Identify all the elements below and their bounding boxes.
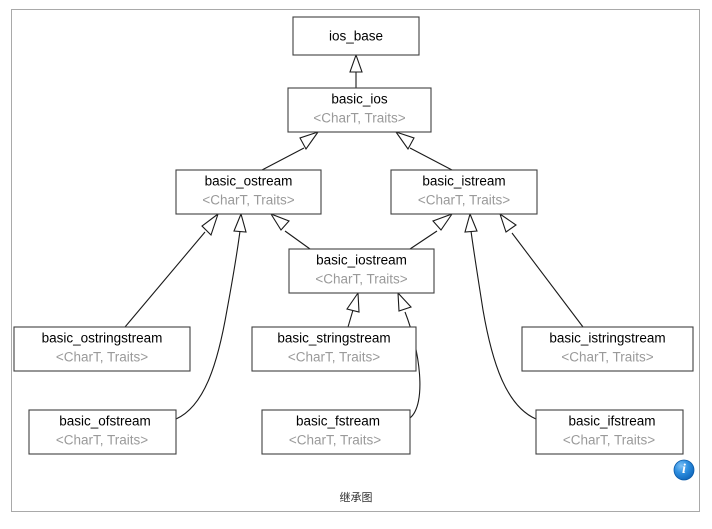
info-icon[interactable]: i bbox=[673, 459, 695, 481]
edge-basic_ostream-to-basic_ios bbox=[261, 130, 320, 171]
edge-basic_iostream-to-basic_ostream bbox=[269, 212, 311, 250]
class-template-basic_istream: <CharT, Traits> bbox=[418, 193, 510, 208]
class-template-basic_ostringstream: <CharT, Traits> bbox=[56, 350, 148, 365]
node-basic_fstream[interactable]: basic_fstream <CharT, Traits> bbox=[261, 409, 411, 455]
edge-basic_ifstream-to-basic_istream bbox=[464, 212, 537, 420]
class-name-basic_istringstream: basic_istringstream bbox=[549, 331, 665, 346]
class-template-basic_ostream: <CharT, Traits> bbox=[202, 193, 294, 208]
node-basic_ostringstream[interactable]: basic_ostringstream <CharT, Traits> bbox=[13, 326, 191, 372]
diagram-caption: 继承图 bbox=[339, 492, 373, 504]
class-name-basic_istream: basic_istream bbox=[422, 174, 505, 189]
class-name-basic_ofstream: basic_ofstream bbox=[59, 414, 151, 429]
class-template-basic_ifstream: <CharT, Traits> bbox=[563, 433, 655, 448]
class-name-basic_ios: basic_ios bbox=[331, 92, 388, 107]
edge-basic_ios-to-ios_base bbox=[349, 53, 363, 88]
class-template-basic_istringstream: <CharT, Traits> bbox=[561, 350, 653, 365]
class-name-basic_ifstream: basic_ifstream bbox=[568, 414, 655, 429]
class-template-basic_ofstream: <CharT, Traits> bbox=[56, 433, 148, 448]
info-icon-letter: i bbox=[682, 462, 686, 477]
class-name-ios_base: ios_base bbox=[329, 29, 383, 44]
edge-basic_istringstream-to-basic_istream bbox=[498, 212, 584, 328]
class-template-basic_stringstream: <CharT, Traits> bbox=[288, 350, 380, 365]
class-template-basic_ios: <CharT, Traits> bbox=[313, 111, 405, 126]
edge-basic_fstream-to-basic_iostream bbox=[397, 291, 421, 419]
info-icon-shape bbox=[673, 459, 695, 481]
node-basic_ostream[interactable]: basic_ostream <CharT, Traits> bbox=[175, 169, 322, 215]
node-basic_istringstream[interactable]: basic_istringstream <CharT, Traits> bbox=[521, 326, 694, 372]
edge-basic_ofstream-to-basic_ostream bbox=[175, 212, 247, 420]
node-basic_ios[interactable]: basic_ios <CharT, Traits> bbox=[287, 87, 432, 133]
node-basic_ifstream[interactable]: basic_ifstream <CharT, Traits> bbox=[535, 409, 684, 455]
edge-basic_iostream-to-basic_istream bbox=[409, 212, 454, 250]
class-name-basic_iostream: basic_iostream bbox=[316, 253, 407, 268]
edge-group bbox=[124, 53, 584, 420]
edge-basic_ostringstream-to-basic_ostream bbox=[124, 212, 220, 328]
class-name-basic_ostream: basic_ostream bbox=[205, 174, 293, 189]
node-basic_stringstream[interactable]: basic_stringstream <CharT, Traits> bbox=[251, 326, 417, 372]
class-template-basic_fstream: <CharT, Traits> bbox=[289, 433, 381, 448]
edge-basic_istream-to-basic_ios bbox=[394, 130, 453, 171]
node-ios_base[interactable]: ios_base bbox=[292, 16, 420, 56]
edge-basic_stringstream-to-basic_iostream bbox=[346, 291, 360, 328]
class-template-basic_iostream: <CharT, Traits> bbox=[315, 272, 407, 287]
class-name-basic_ostringstream: basic_ostringstream bbox=[42, 331, 163, 346]
class-name-basic_stringstream: basic_stringstream bbox=[277, 331, 390, 346]
class-name-basic_fstream: basic_fstream bbox=[296, 414, 380, 429]
node-basic_istream[interactable]: basic_istream <CharT, Traits> bbox=[390, 169, 538, 215]
node-basic_iostream[interactable]: basic_iostream <CharT, Traits> bbox=[288, 248, 435, 294]
node-basic_ofstream[interactable]: basic_ofstream <CharT, Traits> bbox=[28, 409, 177, 455]
